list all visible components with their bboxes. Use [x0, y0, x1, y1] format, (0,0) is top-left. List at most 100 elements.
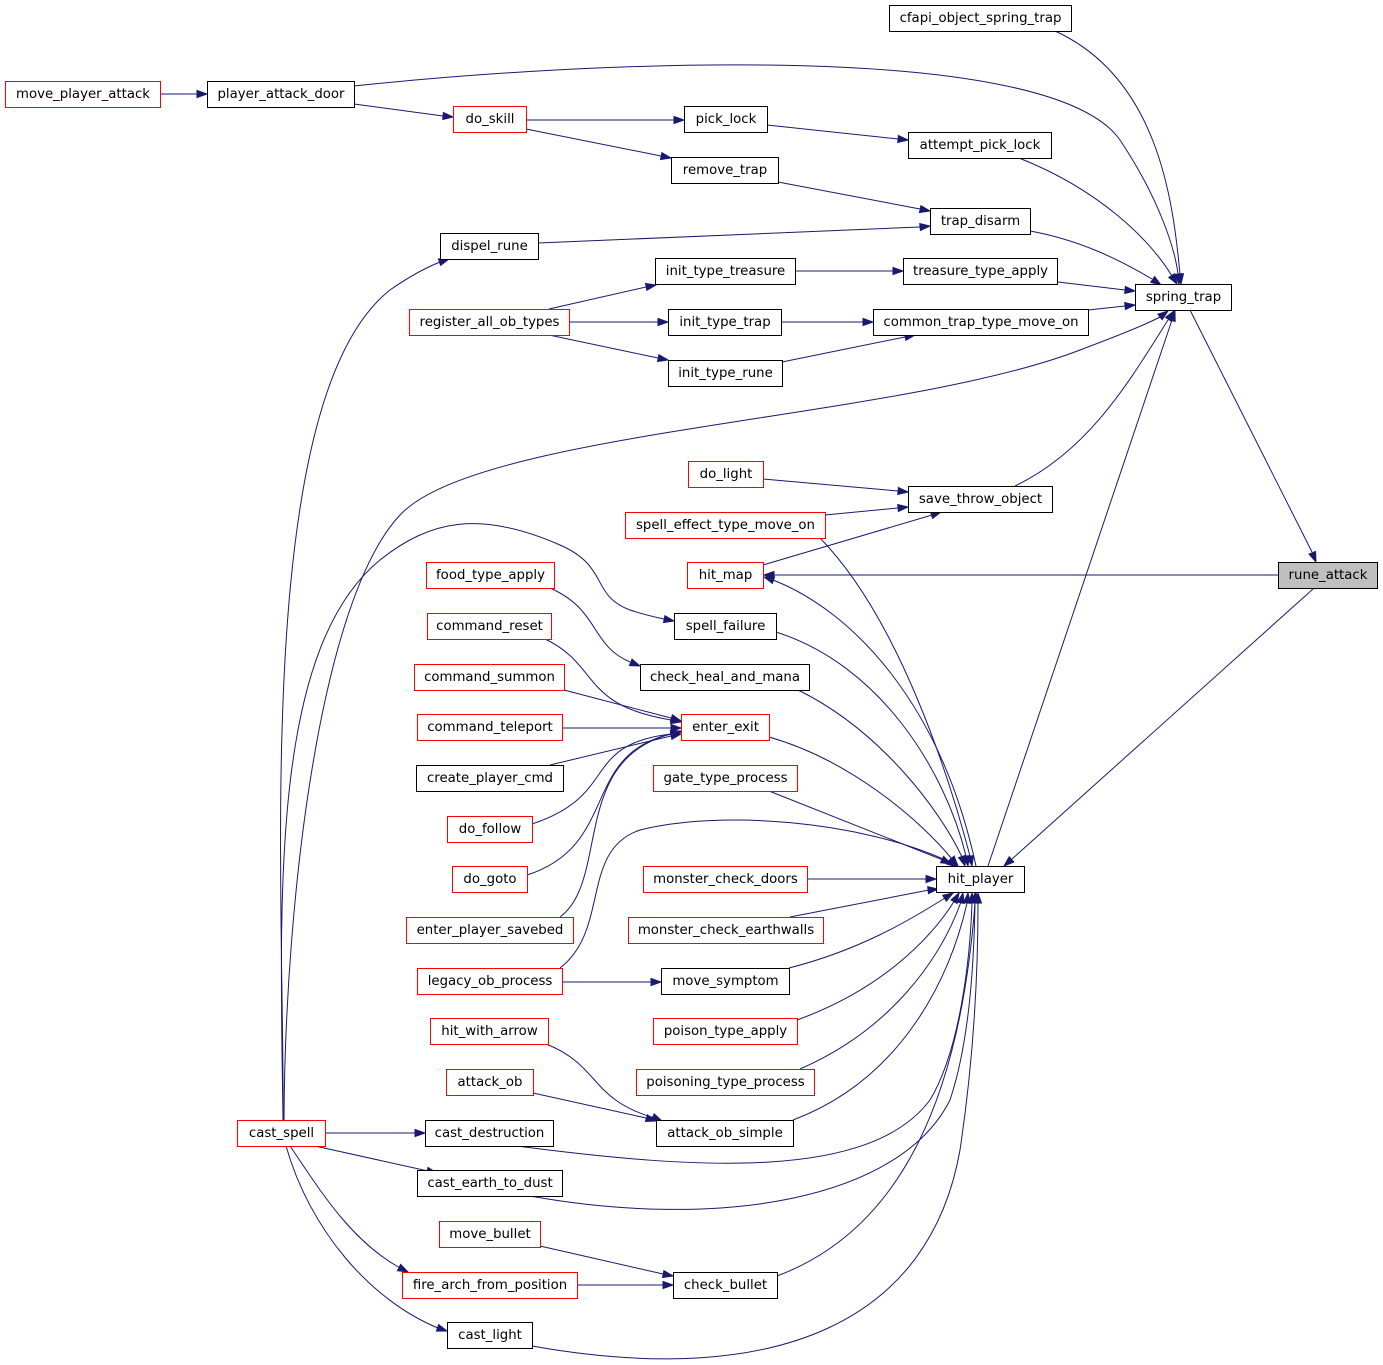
edge-remove_trap-to-trap_disarm	[777, 181, 932, 214]
edge-pick_lock-to-attempt_pick_lock	[766, 124, 910, 144]
edge-command_summon-to-enter_exit	[563, 689, 683, 723]
node-spell_failure[interactable]: spell_failure	[674, 613, 777, 640]
node-label: save_throw_object	[919, 492, 1042, 507]
node-player_attack_door[interactable]: player_attack_door	[207, 81, 355, 108]
node-food_type_apply[interactable]: food_type_apply	[426, 562, 555, 589]
node-trap_disarm[interactable]: trap_disarm	[930, 208, 1031, 235]
node-cast_spell[interactable]: cast_spell	[237, 1120, 326, 1147]
node-label: legacy_ob_process	[428, 974, 553, 989]
node-label: do_skill	[466, 112, 515, 127]
node-label: spell_effect_type_move_on	[636, 518, 815, 533]
edge-spring_trap-to-rune_attack	[1189, 309, 1317, 564]
edge-register_all_ob_types-to-init_type_trap	[569, 317, 670, 327]
edge-cast_spell-to-spell_failure	[280, 523, 676, 1121]
edge-hit_map-to-rune_attack	[762, 570, 1278, 580]
edge-move_bullet-to-check_bullet	[539, 1245, 675, 1279]
node-save_throw_object[interactable]: save_throw_object	[908, 486, 1053, 513]
node-move_player_attack[interactable]: move_player_attack	[5, 81, 161, 108]
node-hit_with_arrow[interactable]: hit_with_arrow	[430, 1018, 549, 1045]
node-create_player_cmd[interactable]: create_player_cmd	[416, 765, 564, 792]
node-do_light[interactable]: do_light	[688, 461, 764, 488]
node-dispel_rune[interactable]: dispel_rune	[440, 233, 539, 260]
node-do_follow[interactable]: do_follow	[447, 816, 533, 843]
node-label: gate_type_process	[663, 771, 787, 786]
node-label: fire_arch_from_position	[413, 1278, 567, 1293]
edge-monster_check_earthwalls-to-hit_player	[789, 885, 940, 918]
node-label: rune_attack	[1289, 568, 1368, 583]
edge-legacy_ob_process-to-move_symptom	[562, 977, 663, 987]
node-move_bullet[interactable]: move_bullet	[439, 1221, 541, 1248]
node-label: cfapi_object_spring_trap	[900, 11, 1062, 26]
node-label: check_bullet	[684, 1278, 767, 1293]
node-label: move_symptom	[672, 974, 778, 989]
node-label: hit_with_arrow	[441, 1024, 538, 1039]
edge-monster_check_doors-to-hit_player	[807, 874, 938, 884]
node-init_type_trap[interactable]: init_type_trap	[668, 309, 782, 336]
node-attempt_pick_lock[interactable]: attempt_pick_lock	[908, 132, 1052, 159]
node-treasure_type_apply[interactable]: treasure_type_apply	[903, 258, 1058, 285]
node-cast_destruction[interactable]: cast_destruction	[425, 1120, 554, 1147]
node-legacy_ob_process[interactable]: legacy_ob_process	[417, 968, 563, 995]
node-label: create_player_cmd	[427, 771, 553, 786]
node-command_teleport[interactable]: command_teleport	[417, 714, 563, 741]
node-gate_type_process[interactable]: gate_type_process	[653, 765, 798, 792]
node-hit_player[interactable]: hit_player	[936, 866, 1025, 893]
node-cast_earth_to_dust[interactable]: cast_earth_to_dust	[417, 1170, 563, 1197]
edge-hit_player-to-hit_map	[762, 576, 977, 867]
node-spring_trap[interactable]: spring_trap	[1135, 284, 1232, 311]
node-monster_check_earthwalls[interactable]: monster_check_earthwalls	[628, 917, 824, 944]
node-hit_map[interactable]: hit_map	[687, 562, 764, 589]
edge-cast_spell-to-cast_light	[285, 1145, 449, 1332]
node-attack_ob[interactable]: attack_ob	[446, 1069, 534, 1096]
node-enter_exit[interactable]: enter_exit	[681, 714, 770, 741]
node-rune_attack[interactable]: rune_attack	[1278, 562, 1378, 589]
node-label: spring_trap	[1146, 290, 1221, 305]
node-label: poisoning_type_process	[646, 1075, 804, 1090]
node-monster_check_doors[interactable]: monster_check_doors	[643, 866, 808, 893]
node-check_bullet[interactable]: check_bullet	[673, 1272, 778, 1299]
node-label: do_follow	[459, 822, 522, 837]
node-label: do_light	[700, 467, 753, 482]
function-nodes: rune_attack spring_trap hit_map hit_play…	[5, 5, 1378, 1349]
node-do_skill[interactable]: do_skill	[453, 106, 527, 133]
node-enter_player_savebed[interactable]: enter_player_savebed	[406, 917, 574, 944]
edge-food_type_apply-to-check_heal_and_mana	[549, 587, 642, 667]
node-label: poison_type_apply	[664, 1024, 787, 1039]
edge-spell_effect_type_move_on-to-hit_player	[819, 537, 975, 868]
node-move_symptom[interactable]: move_symptom	[661, 968, 790, 995]
edge-cast_spell-to-spring_trap	[283, 310, 1170, 1121]
edge-fire_arch_from_position-to-check_bullet	[577, 1280, 675, 1290]
node-poisoning_type_process[interactable]: poisoning_type_process	[636, 1069, 815, 1096]
node-cast_light[interactable]: cast_light	[447, 1322, 533, 1349]
node-command_reset[interactable]: command_reset	[427, 613, 552, 640]
node-label: attempt_pick_lock	[920, 138, 1041, 153]
node-label: spell_failure	[686, 619, 766, 634]
edge-poison_type_apply-to-hit_player	[796, 891, 960, 1021]
edge-init_type_trap-to-common_trap_type_move_on	[782, 317, 875, 327]
node-command_summon[interactable]: command_summon	[414, 664, 565, 691]
node-label: monster_check_doors	[653, 872, 798, 887]
node-cfapi_object_spring_trap[interactable]: cfapi_object_spring_trap	[889, 5, 1072, 32]
edge-treasure_type_apply-to-spring_trap	[1057, 281, 1137, 295]
node-pick_lock[interactable]: pick_lock	[684, 106, 768, 133]
node-label: enter_player_savebed	[417, 923, 564, 938]
edge-enter_player_savebed-to-enter_exit	[559, 729, 683, 918]
node-init_type_rune[interactable]: init_type_rune	[668, 360, 783, 387]
node-check_heal_and_mana[interactable]: check_heal_and_mana	[640, 664, 810, 691]
node-register_all_ob_types[interactable]: register_all_ob_types	[409, 309, 570, 336]
node-label: pick_lock	[696, 112, 757, 127]
node-remove_trap[interactable]: remove_trap	[671, 157, 779, 184]
node-label: common_trap_type_move_on	[883, 315, 1078, 330]
edge-hit_player-to-spring_trap	[987, 309, 1176, 867]
node-attack_ob_simple[interactable]: attack_ob_simple	[656, 1120, 794, 1147]
node-label: attack_ob	[458, 1075, 523, 1090]
node-init_type_treasure[interactable]: init_type_treasure	[655, 258, 796, 285]
node-label: treasure_type_apply	[913, 264, 1048, 279]
node-do_goto[interactable]: do_goto	[452, 866, 528, 893]
edge-do_light-to-save_throw_object	[762, 478, 910, 496]
node-common_trap_type_move_on[interactable]: common_trap_type_move_on	[873, 309, 1089, 336]
node-fire_arch_from_position[interactable]: fire_arch_from_position	[402, 1272, 578, 1299]
node-spell_effect_type_move_on[interactable]: spell_effect_type_move_on	[625, 512, 826, 539]
node-poison_type_apply[interactable]: poison_type_apply	[653, 1018, 798, 1045]
node-label: player_attack_door	[217, 87, 345, 102]
